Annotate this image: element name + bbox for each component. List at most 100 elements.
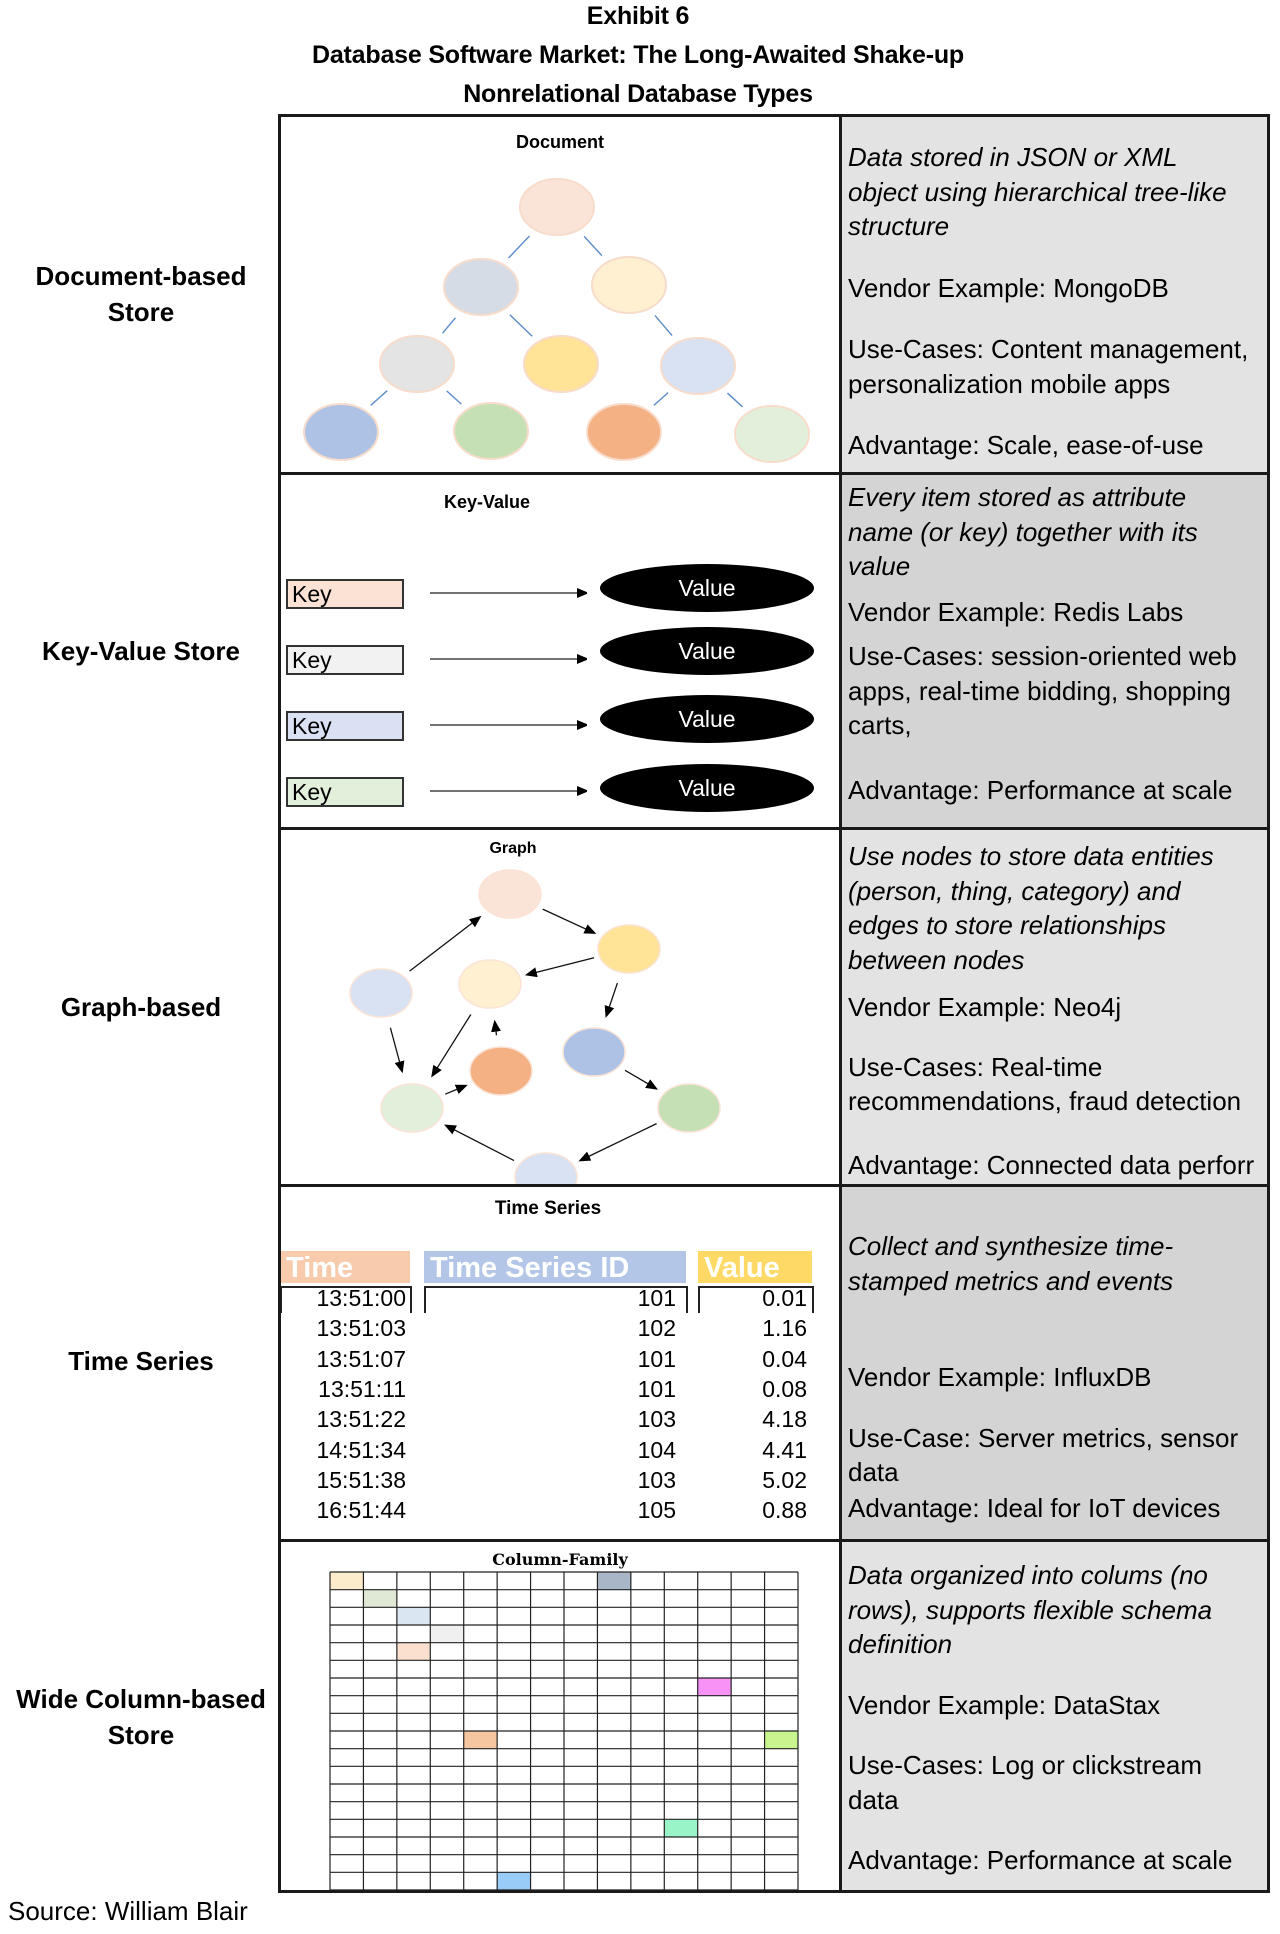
row-label-graph: Graph-based — [0, 989, 282, 1025]
kv-value-ellipse: Value — [600, 627, 814, 675]
row-divider — [278, 827, 1270, 830]
highlighted-cell — [764, 1731, 798, 1749]
description-panel-document: Data stored in JSON or XML object using … — [842, 114, 1270, 473]
advantage: Advantage: Performance at scale — [848, 774, 1233, 805]
exhibit-subtitle: Nonrelational Database Types — [463, 80, 813, 108]
tree-node — [519, 178, 595, 236]
document-tree — [303, 178, 810, 463]
highlighted-cell — [430, 1625, 464, 1643]
ts-first-row-bracket — [280, 1286, 412, 1313]
graph-edge — [542, 908, 597, 934]
ts-cell: 0.01 — [762, 1285, 807, 1311]
ts-cell: 1.16 — [762, 1315, 807, 1342]
row-label-wide-column: Wide Column-based Store — [0, 1681, 282, 1753]
graph-edge — [409, 915, 482, 972]
kv-value-ellipse: Value — [600, 764, 814, 812]
graph-node — [349, 968, 413, 1018]
row-label-line: Wide Column-based — [16, 1684, 266, 1714]
tree-node — [586, 403, 662, 461]
diagram-graph: Graph — [278, 828, 842, 1202]
tree-node — [379, 335, 455, 393]
highlighted-cell — [664, 1819, 698, 1837]
graph-edge — [444, 1084, 468, 1095]
graph-node — [469, 1046, 533, 1096]
advantage: Advantage: Scale, ease-of-use — [848, 430, 1204, 460]
ts-cell: 13:51:07 — [316, 1345, 406, 1372]
advantage: Advantage: Performance at scale — [848, 1845, 1233, 1875]
tree-edge — [508, 235, 530, 259]
tree-node — [660, 337, 736, 395]
exhibit-title: Database Software Market: The Long-Await… — [312, 41, 964, 69]
tree-edge — [654, 314, 673, 337]
diagram-title: Key-Value — [443, 492, 531, 512]
tree-edge — [509, 314, 533, 337]
diagram-title: Column-Family — [492, 1550, 628, 1569]
kv-value-ellipse: Value — [600, 695, 814, 743]
ts-cell: 5.02 — [762, 1466, 807, 1493]
description-panel-key-value: Every item stored as attribute name (or … — [842, 473, 1270, 828]
row-label-line: Store — [107, 1720, 175, 1750]
description-text: Every item stored as attribute name (or … — [848, 482, 1198, 581]
ts-cell: 13:51:03 — [316, 1315, 406, 1342]
graph-edge — [389, 1027, 405, 1074]
description-panel-wide-column: Data organized into colums (no rows), su… — [842, 1540, 1270, 1893]
use-cases: Use-Cases: session-oriented web apps, re… — [848, 641, 1237, 740]
ts-cell: 104 — [637, 1436, 676, 1463]
graph-edge — [604, 982, 619, 1018]
highlighted-cell — [597, 1572, 631, 1590]
tree-edge — [446, 390, 462, 405]
vendor-example: Vendor Example: MongoDB — [848, 272, 1169, 303]
vendor-example: Vendor Example: Neo4j — [848, 992, 1122, 1022]
graph-edge — [444, 1124, 515, 1162]
advantage: Advantage: Ideal for IoT devices — [848, 1492, 1221, 1523]
tree-node — [734, 405, 810, 463]
kv-key-box: Key — [286, 645, 404, 675]
diagram-title: Time Series — [494, 1198, 602, 1219]
description-text: Use nodes to store data entities (person… — [848, 841, 1214, 975]
row-label-line: Document-based — [35, 261, 247, 291]
kv-key-box: Key — [286, 711, 404, 741]
use-cases: Use-Cases: Content management, personali… — [848, 334, 1249, 399]
graph-node — [657, 1083, 721, 1133]
ts-cell: 101 — [637, 1345, 676, 1372]
diagram-title: Graph — [489, 840, 537, 857]
highlighted-cell — [330, 1572, 364, 1590]
row-label-document: Document-based Store — [0, 258, 282, 330]
ts-cell: 102 — [637, 1315, 676, 1342]
ts-cell: 4.41 — [762, 1436, 807, 1463]
ts-cell: 15:51:38 — [316, 1466, 406, 1493]
ts-cell: 16:51:44 — [316, 1497, 406, 1524]
use-cases: Use-Cases: Log or clickstream data — [848, 1750, 1202, 1815]
vendor-example: Vendor Example: InfluxDB — [848, 1362, 1152, 1392]
ts-cell: 0.88 — [762, 1497, 807, 1524]
tree-node — [443, 258, 519, 316]
description-panel-graph: Use nodes to store data entities (person… — [842, 828, 1270, 1185]
kv-value-ellipse: Value — [600, 564, 814, 612]
graph-edge — [624, 1069, 658, 1090]
ts-column-header: Value — [698, 1251, 812, 1283]
ts-column-header: Time — [280, 1251, 410, 1283]
diagram-column-family: Column-Family — [278, 1540, 842, 1893]
ts-cell: 105 — [637, 1497, 676, 1524]
highlighted-cell — [463, 1731, 498, 1749]
highlighted-cell — [396, 1607, 431, 1625]
ts-cell: 14:51:34 — [316, 1436, 406, 1463]
tree-edge — [653, 392, 669, 406]
graph-node — [597, 924, 661, 974]
ts-cell: 103 — [637, 1406, 676, 1433]
graph-node — [562, 1027, 626, 1077]
exhibit-frame — [278, 114, 1270, 1893]
kv-key-box: Key — [286, 777, 404, 807]
kv-key-box: Key — [286, 579, 404, 609]
tree-node — [453, 402, 529, 460]
ts-cell: 13:51:00 — [316, 1285, 406, 1311]
tree-node — [303, 403, 379, 461]
use-cases: Use-Case: Server metrics, sensor data — [848, 1422, 1239, 1488]
row-divider — [278, 1184, 1270, 1187]
tree-node — [591, 256, 667, 314]
row-label-key-value: Key-Value Store — [0, 633, 282, 669]
ts-cell: 103 — [637, 1466, 676, 1493]
highlighted-cell — [396, 1642, 431, 1661]
